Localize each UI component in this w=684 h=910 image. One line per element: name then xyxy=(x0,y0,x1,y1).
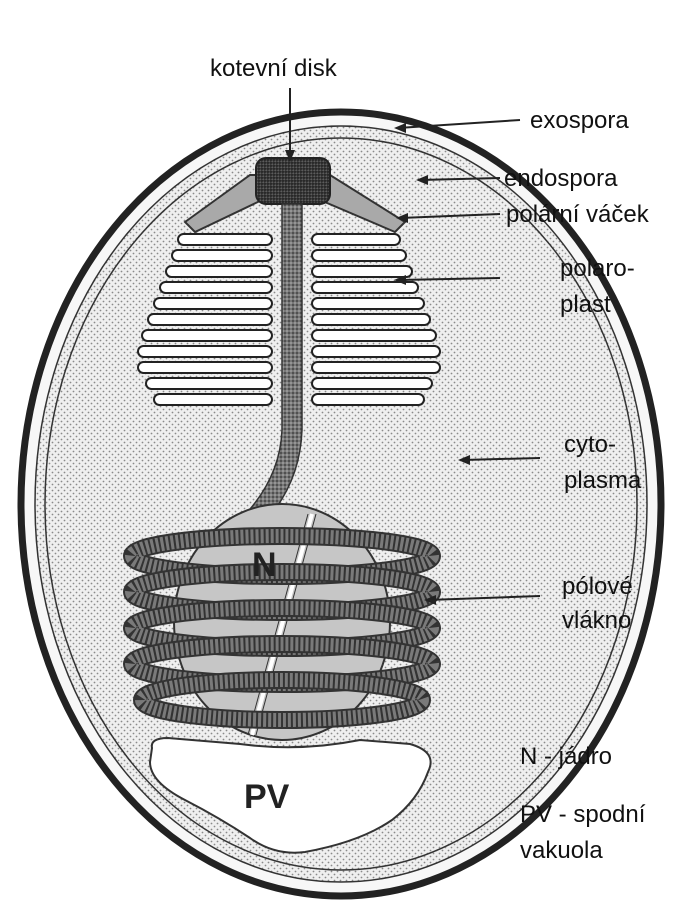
polaroplast-lamella xyxy=(312,394,424,405)
label-polove-vlakno-1: pólové xyxy=(562,573,633,600)
polaroplast-lamella xyxy=(154,394,272,405)
polaroplast-lamella xyxy=(154,298,272,309)
polaroplast-lamella xyxy=(312,266,412,277)
label-cytoplasma-2: plasma xyxy=(564,467,642,494)
polaroplast-lamella xyxy=(312,282,418,293)
polaroplast-lamella xyxy=(138,346,272,357)
polaroplast-lamella xyxy=(148,314,272,325)
label-polaroplast-1: polaro- xyxy=(560,255,635,282)
legend-vacuole-1: PV - spodní xyxy=(520,801,646,828)
label-polarni-vacek: polární váček xyxy=(506,201,650,228)
polaroplast-lamella xyxy=(172,250,272,261)
polaroplast-lamella xyxy=(312,362,440,373)
legend-nucleus: N - jádro xyxy=(520,743,612,770)
label-vacuole-letter: PV xyxy=(244,778,290,816)
label-cytoplasma-1: cyto- xyxy=(564,431,616,458)
label-exospora: exospora xyxy=(530,107,629,134)
polaroplast-lamella xyxy=(312,378,432,389)
legend-vacuole-2: vakuola xyxy=(520,837,603,864)
polaroplast-lamella xyxy=(312,346,440,357)
polaroplast-lamella xyxy=(138,362,272,373)
label-nucleus-letter: N xyxy=(252,546,277,584)
polaroplast-lamella xyxy=(142,330,272,341)
polaroplast-lamella xyxy=(312,234,400,245)
polaroplast-lamella xyxy=(146,378,272,389)
polaroplast-lamella xyxy=(178,234,272,245)
polaroplast-lamella xyxy=(160,282,272,293)
anchoring-disk xyxy=(256,158,330,204)
label-endospora: endospora xyxy=(504,165,618,192)
label-polove-vlakno-2: vlákno xyxy=(562,607,631,634)
label-kotevni-disk: kotevní disk xyxy=(210,55,338,82)
polaroplast-lamella xyxy=(312,298,424,309)
polaroplast-lamella xyxy=(312,250,406,261)
polaroplast-lamella xyxy=(166,266,272,277)
polaroplast-lamella xyxy=(312,330,436,341)
label-polaroplast-2: plast xyxy=(560,291,611,318)
polaroplast-lamella xyxy=(312,314,430,325)
